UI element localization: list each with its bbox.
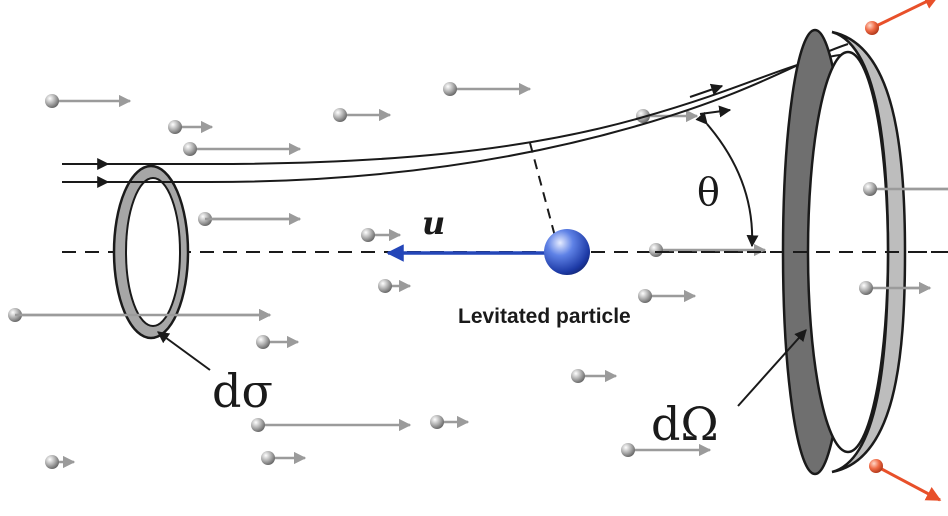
- scattering-trajectories: [62, 43, 849, 188]
- d-sigma-pointer: [157, 331, 211, 371]
- molecule: [649, 243, 767, 257]
- molecule: [251, 418, 412, 432]
- impact-parameter-line: [529, 142, 557, 241]
- scattered-molecule: [869, 459, 942, 502]
- molecule: [333, 108, 392, 122]
- gray-streamlines-over-ring: [15, 217, 300, 322]
- molecule: [183, 142, 302, 156]
- d-omega-pointer: [737, 329, 807, 407]
- molecule: [45, 455, 76, 469]
- molecule: [571, 369, 618, 383]
- d-omega-label: dΩ: [651, 397, 719, 451]
- molecule: [168, 120, 214, 134]
- scattered-molecules: [865, 0, 942, 502]
- d-sigma-label: dσ: [212, 364, 273, 418]
- molecule: [430, 415, 470, 429]
- theta-label: θ: [697, 170, 720, 214]
- theta-angle-arc: [695, 111, 759, 248]
- molecule: [378, 279, 412, 293]
- molecules-inside-ring: [859, 182, 948, 295]
- levitated-particle-icon: [544, 229, 590, 275]
- particle-label: Levitated particle: [458, 305, 631, 328]
- velocity-label: u: [422, 204, 446, 242]
- molecule: [621, 443, 712, 457]
- molecule: [256, 335, 300, 349]
- scattered-molecule: [865, 0, 940, 35]
- molecule: [45, 94, 132, 108]
- molecule: [443, 82, 532, 96]
- d-sigma-ring: [112, 164, 190, 340]
- molecule: [361, 228, 402, 242]
- molecule: [638, 289, 697, 303]
- molecule: [261, 451, 307, 465]
